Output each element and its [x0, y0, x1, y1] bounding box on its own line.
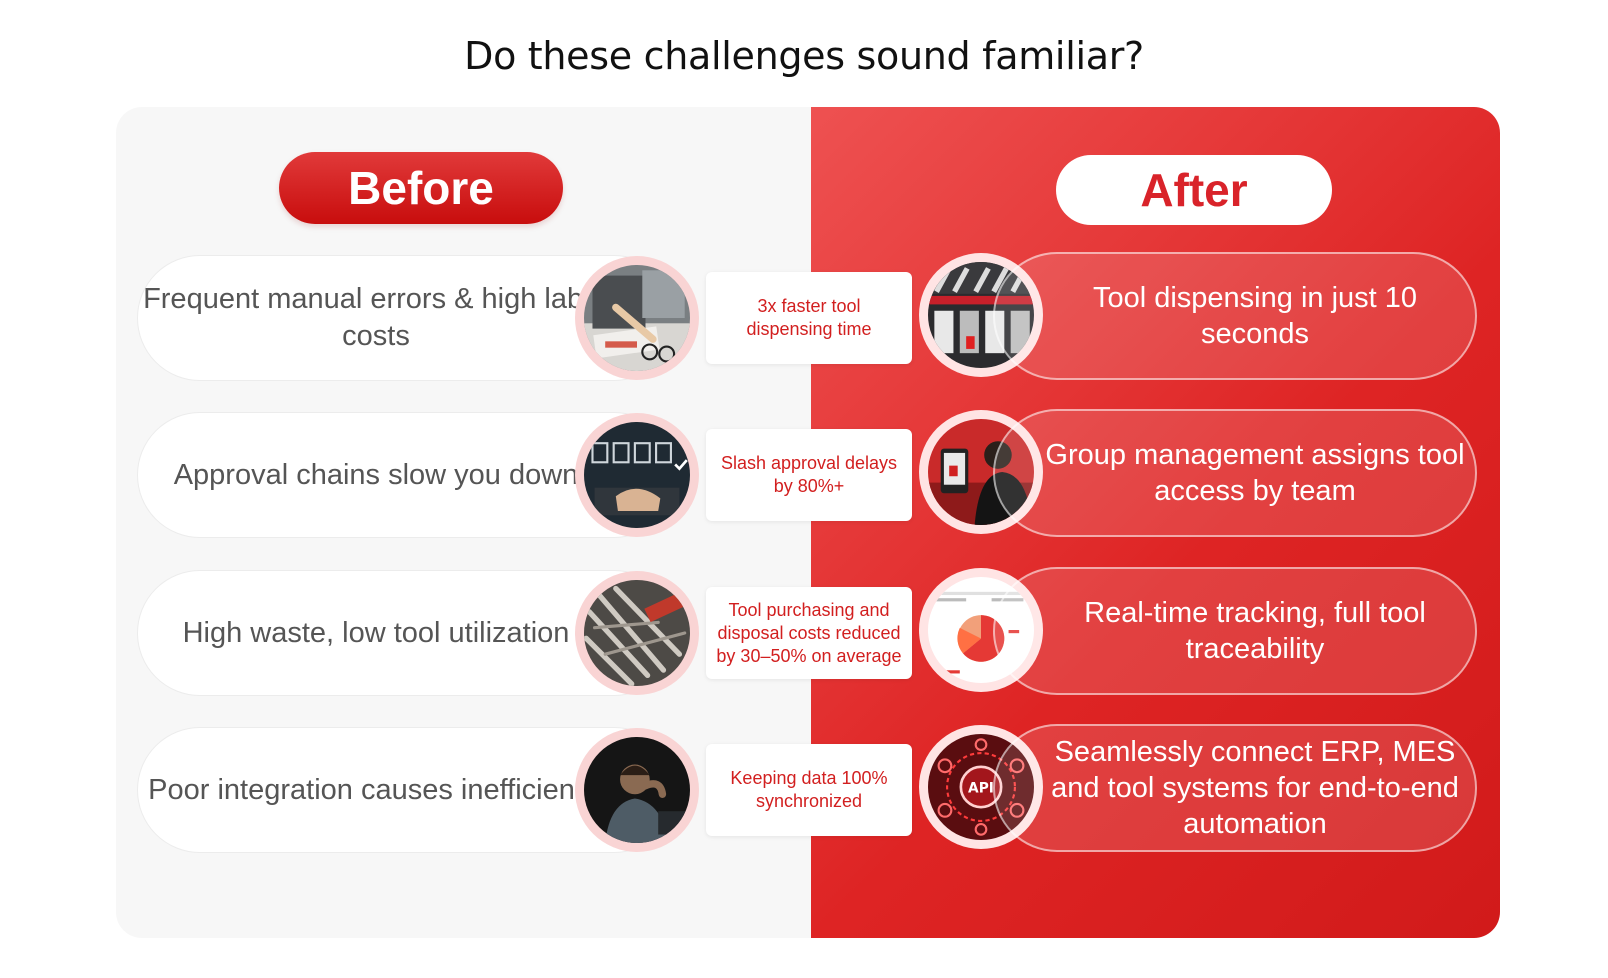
comparison-row: Approval chains slow you down Slash appr…	[0, 409, 1608, 540]
after-card	[993, 252, 1477, 380]
after-card	[993, 567, 1477, 695]
after-card	[993, 724, 1477, 852]
checklist-laptop-photo-icon	[575, 413, 699, 537]
comparison-row: Poor integration causes inefficiency Kee…	[0, 724, 1608, 855]
tool-pile-photo-icon	[575, 571, 699, 695]
dashboard-pie-chart-icon	[919, 568, 1043, 692]
before-text: Poor integration causes inefficiency	[148, 773, 604, 806]
after-card	[993, 409, 1477, 537]
after-text: Seamlessly connect ERP, MES and tool sys…	[1051, 736, 1459, 840]
paperwork-photo-icon	[575, 256, 699, 380]
before-text: Frequent manual errors & high labor cost…	[143, 283, 609, 352]
after-text: Real-time tracking, full tool traceabili…	[1084, 597, 1426, 665]
api-label: API	[968, 780, 994, 796]
after-text: Group management assigns tool access by …	[1045, 439, 1465, 507]
after-text: Tool dispensing in just 10 seconds	[1092, 282, 1418, 350]
after-label: After	[1056, 155, 1332, 225]
benefit-box: Tool purchasing and disposal costs reduc…	[706, 587, 912, 679]
before-text: Approval chains slow you down	[173, 458, 579, 491]
before-text: High waste, low tool utilization	[182, 616, 570, 649]
benefit-box: Keeping data 100% synchronized	[706, 744, 912, 836]
comparison-row: Frequent manual errors & high labor cost…	[0, 252, 1608, 383]
benefit-box: Slash approval delays by 80%+	[706, 429, 912, 521]
frustrated-worker-photo-icon	[575, 728, 699, 852]
page-title: Do these challenges sound familiar?	[464, 34, 1144, 78]
before-label: Before	[279, 152, 563, 224]
benefit-box: 3x faster tool dispensing time	[706, 272, 912, 364]
comparison-row: High waste, low tool utilization Tool pu…	[0, 567, 1608, 698]
